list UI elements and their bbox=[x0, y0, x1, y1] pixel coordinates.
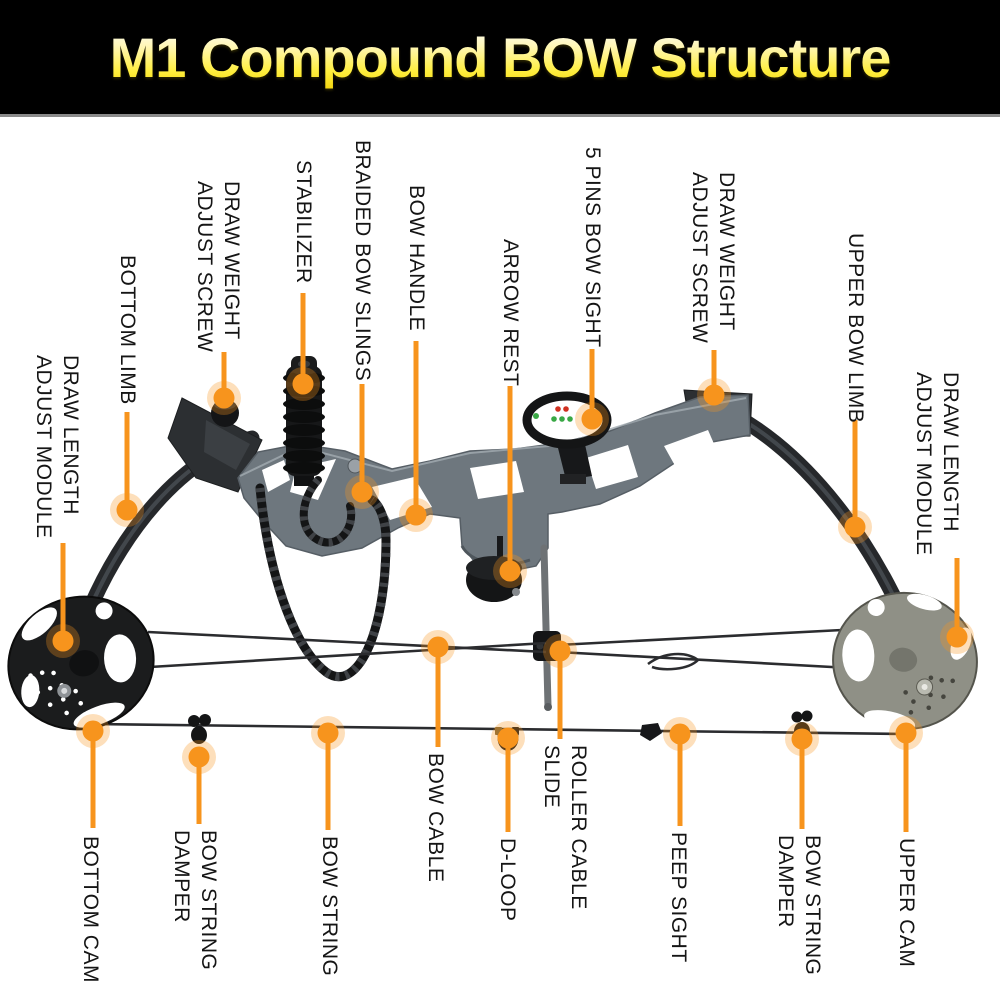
marker-dot-roller-cable-slide bbox=[549, 640, 571, 662]
cable-loop-graphic bbox=[647, 652, 700, 671]
marker-dot-d-loop bbox=[497, 727, 519, 749]
label-bottom-cam: BOTTOM CAM bbox=[79, 836, 102, 983]
marker-dot-bow-string-damper-left bbox=[188, 746, 210, 768]
marker-dot-upper-cam bbox=[895, 722, 917, 744]
draw-length-adjust-module-left-graphic bbox=[69, 650, 100, 677]
marker-dot-bow-string-damper-right bbox=[791, 728, 813, 750]
five-pins-bow-sight-graphic bbox=[522, 391, 612, 484]
braided-bow-slings-graphic bbox=[255, 476, 391, 682]
marker-dot-draw-weight-adjust-screw-left bbox=[213, 387, 235, 409]
marker-dot-draw-length-adjust-module-left bbox=[52, 630, 74, 652]
marker-dot-bottom-limb bbox=[116, 499, 138, 521]
bow-cable-graphic bbox=[557, 650, 851, 670]
label-draw-length-adjust-module-right: DRAW LENGTH ADJUST MODULE bbox=[912, 372, 962, 556]
marker-dot-bottom-cam bbox=[82, 720, 104, 742]
label-draw-weight-adjust-screw-left: DRAW WEIGHT ADJUST SCREW bbox=[193, 181, 243, 353]
label-draw-weight-adjust-screw-right: DRAW WEIGHT ADJUST SCREW bbox=[688, 172, 738, 344]
label-bow-cable: BOW CABLE bbox=[424, 753, 447, 883]
stabilizer-graphic bbox=[283, 356, 325, 486]
marker-dot-bow-cable bbox=[427, 636, 449, 658]
bow-cable-graphic bbox=[557, 628, 843, 647]
draw-length-adjust-module-right-graphic bbox=[889, 647, 918, 672]
marker-dot-bow-string bbox=[317, 722, 339, 744]
leader-lines bbox=[46, 293, 974, 832]
page-title: M1 Compound BOW Structure bbox=[109, 25, 892, 89]
label-upper-cam: UPPER CAM bbox=[895, 838, 918, 968]
bow-string-damper-left-graphic bbox=[188, 714, 211, 744]
peep-sight-graphic bbox=[640, 723, 662, 741]
marker-dot-bow-handle bbox=[405, 504, 427, 526]
marker-dot-peep-sight bbox=[669, 723, 691, 745]
label-d-loop: D-LOOP bbox=[496, 838, 519, 922]
label-bow-string-damper-left: BOW STRING DAMPER bbox=[170, 830, 220, 971]
marker-dot-stabilizer bbox=[292, 373, 314, 395]
marker-dot-upper-bow-limb bbox=[844, 516, 866, 538]
cable-rod-graphic bbox=[540, 544, 552, 711]
label-five-pins-bow-sight: 5 PINS BOW SIGHT bbox=[581, 147, 604, 348]
bow-cable-graphic bbox=[147, 630, 547, 654]
label-draw-length-adjust-module-left: DRAW LENGTH ADJUST MODULE bbox=[32, 355, 82, 539]
label-peep-sight: PEEP SIGHT bbox=[667, 832, 690, 963]
label-upper-bow-limb: UPPER BOW LIMB bbox=[844, 233, 867, 424]
label-braided-bow-slings: BRAIDED BOW SLINGS bbox=[351, 140, 374, 382]
marker-dot-arrow-rest bbox=[499, 560, 521, 582]
label-bow-handle: BOW HANDLE bbox=[405, 185, 428, 332]
label-bottom-limb: BOTTOM LIMB bbox=[116, 255, 139, 405]
label-bow-string: BOW STRING bbox=[318, 836, 341, 977]
bow-cable-graphic bbox=[149, 641, 547, 669]
limb-pocket-left bbox=[167, 397, 263, 493]
marker-dot-five-pins-bow-sight bbox=[581, 408, 603, 430]
marker-dot-draw-length-adjust-module-right bbox=[946, 626, 968, 648]
label-arrow-rest: ARROW REST bbox=[499, 239, 522, 387]
upper-cam-graphic bbox=[832, 591, 978, 731]
marker-dot-draw-weight-adjust-screw-right bbox=[703, 384, 725, 406]
label-roller-cable-slide: ROLLER CABLE SLIDE bbox=[540, 745, 590, 910]
title-bar: M1 Compound BOW Structure bbox=[0, 0, 1000, 117]
label-stabilizer: STABILIZER bbox=[292, 160, 315, 284]
label-bow-string-damper-right: BOW STRING DAMPER bbox=[774, 835, 824, 976]
bow-string-graphic bbox=[91, 628, 907, 736]
marker-dot-braided-bow-slings bbox=[351, 481, 373, 503]
bottom-cam-graphic bbox=[7, 595, 155, 731]
